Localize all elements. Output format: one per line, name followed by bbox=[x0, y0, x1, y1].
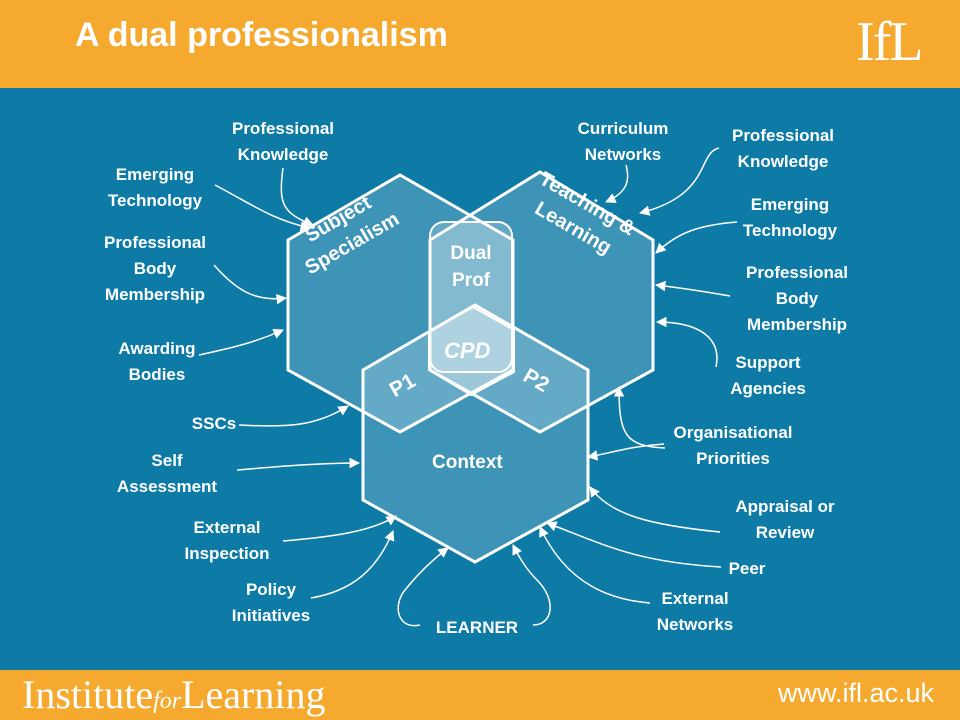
brand-learning: Learning bbox=[181, 672, 326, 717]
cpd-text: CPD bbox=[444, 338, 491, 363]
ifl-logo: IfL bbox=[856, 11, 924, 73]
right-label-curriculum-networks: Curriculum Networks bbox=[577, 119, 669, 164]
right-label-professional-knowledge: Professional Knowledge bbox=[731, 126, 835, 171]
left-label-policy-initiatives: Policy Initiatives bbox=[231, 580, 311, 625]
website-url[interactable]: www.ifl.ac.uk bbox=[777, 678, 934, 708]
cpd-label: CPD bbox=[444, 337, 490, 365]
right-label-peer: Peer bbox=[728, 559, 766, 578]
left-label-learner: LEARNER bbox=[435, 618, 519, 637]
dual-prof-text: Dual Prof bbox=[450, 243, 492, 291]
dual-prof-label: Dual Prof bbox=[437, 240, 505, 294]
left-label-sscs: SSCs bbox=[191, 414, 237, 433]
left-label-self-assessment: Self Assessment bbox=[116, 451, 218, 496]
right-label-external-networks: External Networks bbox=[656, 589, 734, 634]
left-label-external-inspection: External Inspection bbox=[184, 518, 270, 563]
right-label-professional-body-membership: Professional Body Membership bbox=[745, 263, 849, 334]
hex-context bbox=[361, 303, 590, 564]
left-label-awarding-bodies: Awarding Bodies bbox=[118, 339, 196, 384]
left-label-emerging-technology: Emerging Technology bbox=[107, 165, 203, 210]
context-label: Context bbox=[432, 449, 503, 477]
context-text: Context bbox=[432, 452, 503, 473]
footer-bar: InstituteforLearning www.ifl.ac.uk bbox=[0, 670, 960, 720]
dual-prof-shape bbox=[429, 221, 513, 373]
cpd-shape bbox=[428, 305, 515, 397]
brand-institute: Institute bbox=[22, 672, 154, 717]
header-bar: A dual professionalism IfL bbox=[0, 0, 960, 88]
left-label-professional-body-membership: Professional Body Membership bbox=[103, 233, 207, 304]
page-title: A dual professionalism bbox=[75, 16, 448, 54]
right-label-emerging-technology: Emerging Technology bbox=[742, 195, 838, 240]
right-label-appraisal-or-review: Appraisal or Review bbox=[735, 497, 835, 542]
right-label-support-agencies: Support Agencies bbox=[730, 353, 806, 398]
brand-for: for bbox=[153, 688, 182, 714]
institute-for-learning-brand: InstituteforLearning bbox=[22, 671, 325, 718]
connector-arrows bbox=[198, 147, 738, 627]
left-label-professional-knowledge: Professional Knowledge bbox=[231, 119, 335, 164]
diagram-area bbox=[0, 88, 960, 670]
right-label-organisational-priorities: Organisational Priorities bbox=[673, 423, 793, 468]
